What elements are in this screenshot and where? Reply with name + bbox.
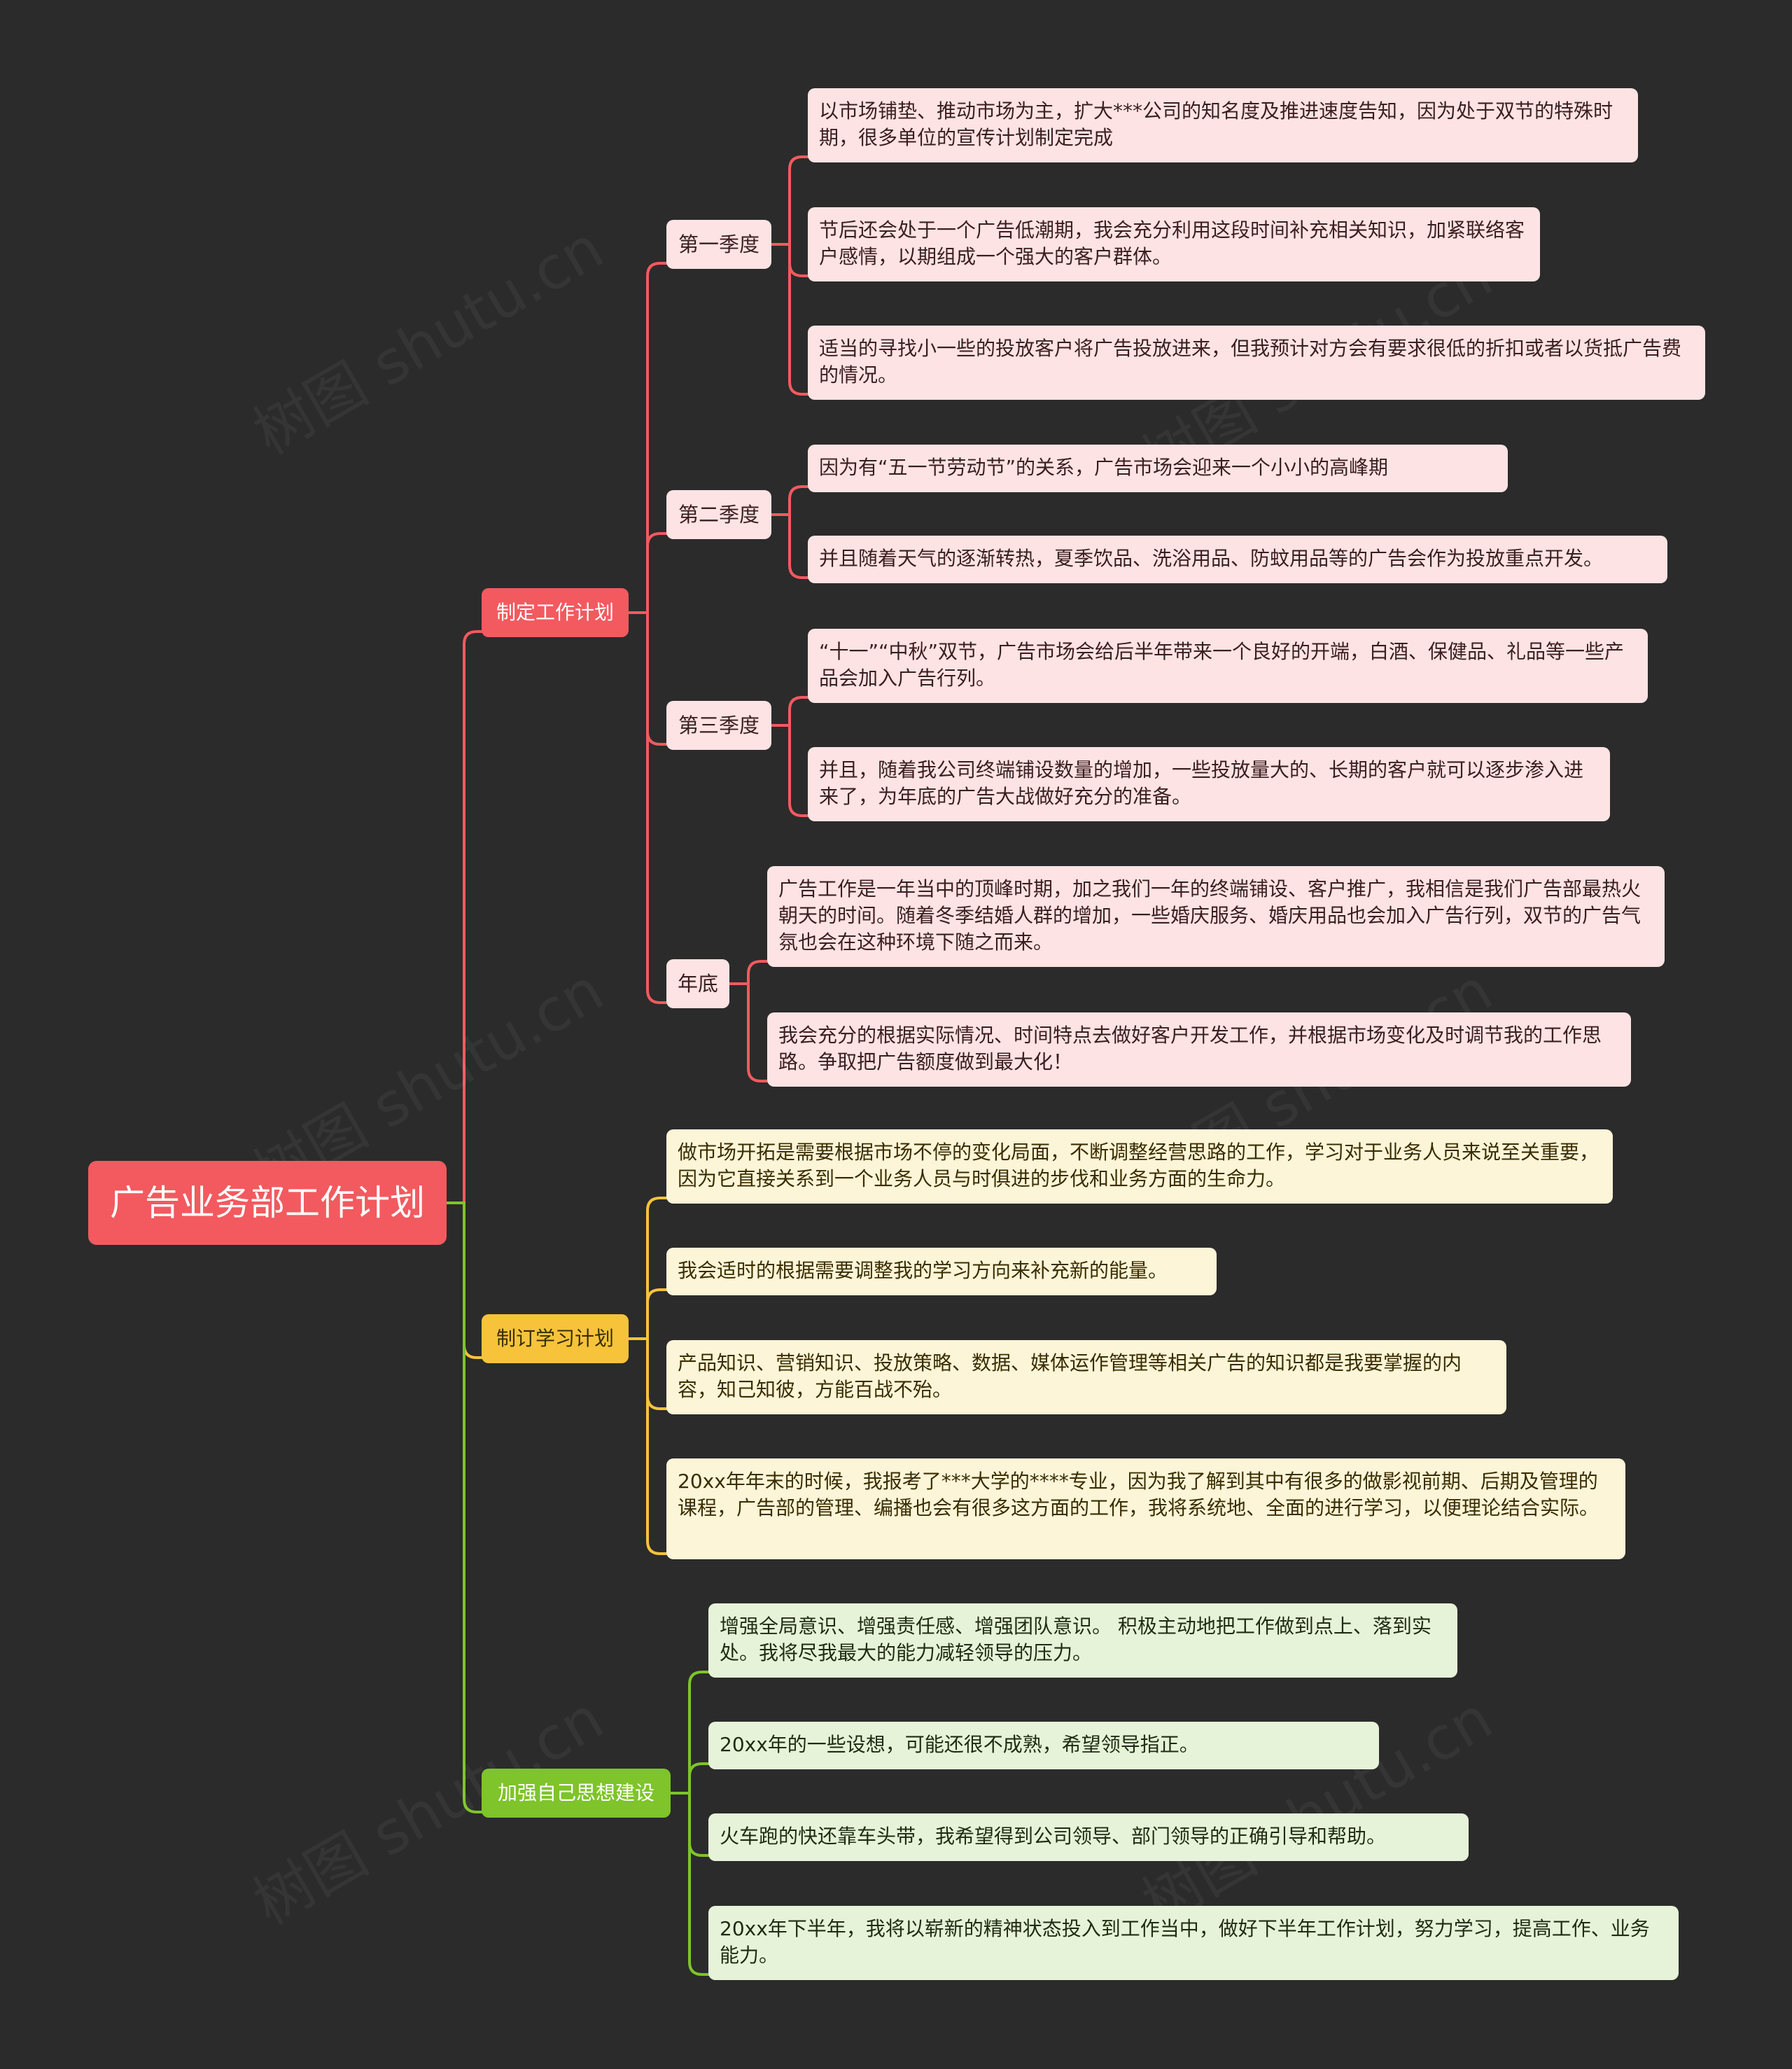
- link-work-subs: [627, 262, 672, 1004]
- link-work-subs-edge-3: [646, 611, 672, 1004]
- link-q1-edge-0: [788, 155, 813, 246]
- leaf-study-2[interactable]: 我会适时的根据需要调整我的学习方向来补充新的能量。: [666, 1248, 1217, 1295]
- leaf-q2-2[interactable]: 并且随着天气的逐渐转热，夏季饮品、洗浴用品、防蚊用品等的广告会作为投放重点开发。: [808, 536, 1667, 583]
- link-root-work-edge-0: [463, 630, 487, 1204]
- sub-q3[interactable]: 第三季度: [666, 701, 771, 750]
- leaf-q1-3[interactable]: 适当的寻找小一些的投放客户将广告投放进来，但我预计对方会有要求很低的折扣或者以货…: [808, 326, 1705, 400]
- link-study-edge-0: [646, 1197, 672, 1340]
- link-q3-edge-0: [788, 696, 813, 727]
- link-work-subs-edge-1: [646, 532, 672, 614]
- leaf-ye-1[interactable]: 广告工作是一年当中的顶峰时期，加之我们一年的终端铺设、客户推广，我相信是我们广告…: [767, 866, 1665, 967]
- link-study-edge-3: [646, 1337, 672, 1555]
- root-topic[interactable]: 广告业务部工作计划: [88, 1161, 447, 1245]
- link-thought-edge-3: [688, 1792, 714, 1976]
- branch-work-plan[interactable]: 制定工作计划: [482, 588, 629, 637]
- leaf-study-1[interactable]: 做市场开拓是需要根据市场不停的变化局面，不断调整经营思路的工作，学习对于业务人员…: [666, 1129, 1613, 1204]
- link-q3-edge-1: [788, 724, 813, 817]
- link-thought: [669, 1671, 714, 1976]
- leaf-ye-2[interactable]: 我会充分的根据实际情况、时间特点去做好客户开发工作，并根据市场变化及时调节我的工…: [767, 1012, 1631, 1087]
- leaf-q1-1[interactable]: 以市场铺垫、推动市场为主，扩大***公司的知名度及推进速度告知，因为处于双节的特…: [808, 88, 1638, 162]
- sub-q2[interactable]: 第二季度: [666, 490, 771, 539]
- link-q2: [770, 485, 813, 579]
- link-work-subs-edge-0: [646, 262, 672, 614]
- link-thought-edge-1: [688, 1762, 714, 1795]
- link-root-thought-edge-0: [463, 1201, 487, 1813]
- leaf-q2-1[interactable]: 因为有“五一节劳动节”的关系，广告市场会迎来一个小小的高峰期: [808, 445, 1508, 492]
- link-q3: [770, 696, 813, 817]
- leaf-q3-1[interactable]: “十一”“中秋”双节，广告市场会给后半年带来一个良好的开端，白酒、保健品、礼品等…: [808, 629, 1648, 703]
- leaf-thought-4[interactable]: 20xx年下半年，我将以崭新的精神状态投入到工作当中，做好下半年工作计划，努力学…: [708, 1906, 1679, 1980]
- leaf-q3-2[interactable]: 并且，随着我公司终端铺设数量的增加，一些投放量大的、长期的客户就可以逐步渗入进来…: [808, 747, 1610, 821]
- branch-thought-building[interactable]: 加强自己思想建设: [482, 1769, 671, 1818]
- link-root-study: [445, 1201, 487, 1359]
- link-ye-edge-0: [747, 960, 773, 985]
- leaf-study-4[interactable]: 20xx年年末的时候，我报考了***大学的****专业，因为我了解到其中有很多的…: [666, 1458, 1625, 1559]
- leaf-thought-1[interactable]: 增强全局意识、增强责任感、增强团队意识。 积极主动地把工作做到点上、落到实处。我…: [708, 1603, 1457, 1678]
- link-study: [627, 1197, 672, 1555]
- leaf-q1-2[interactable]: 节后还会处于一个广告低潮期，我会充分利用这段时间补充相关知识，加紧联络客户感情，…: [808, 207, 1540, 281]
- sub-year-end[interactable]: 年底: [666, 959, 729, 1008]
- link-thought-edge-0: [688, 1671, 714, 1795]
- link-study-edge-1: [646, 1288, 672, 1340]
- branch-study-plan[interactable]: 制订学习计划: [482, 1314, 629, 1363]
- link-ye: [728, 960, 773, 1082]
- leaf-thought-2[interactable]: 20xx年的一些设想，可能还很不成熟，希望领导指正。: [708, 1722, 1379, 1769]
- link-q2-edge-0: [788, 485, 813, 516]
- link-ye-edge-1: [747, 982, 773, 1082]
- link-q2-edge-1: [788, 513, 813, 579]
- link-root-work: [445, 630, 487, 1204]
- leaf-study-3[interactable]: 产品知识、营销知识、投放策略、数据、媒体运作管理等相关广告的知识都是我要掌握的内…: [666, 1340, 1506, 1414]
- leaf-thought-3[interactable]: 火车跑的快还靠车头带，我希望得到公司领导、部门领导的正确引导和帮助。: [708, 1813, 1469, 1861]
- link-q1-edge-2: [788, 243, 813, 396]
- sub-q1[interactable]: 第一季度: [666, 220, 771, 269]
- link-q1: [770, 155, 813, 396]
- link-root-thought: [445, 1201, 487, 1813]
